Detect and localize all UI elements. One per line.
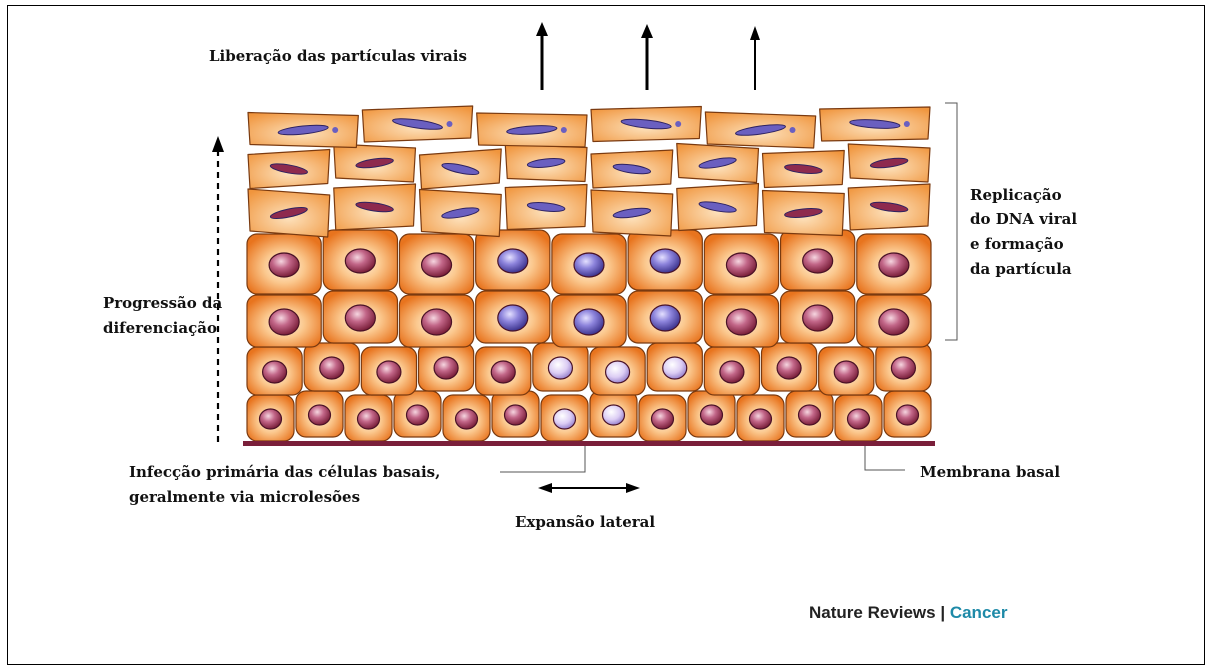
release-label: Liberação das partículas virais	[209, 44, 467, 68]
cell-nucleus	[799, 405, 821, 425]
cell-nucleus	[320, 357, 344, 379]
virion-cluster	[561, 127, 567, 133]
virion-cluster	[790, 127, 796, 133]
cell-nucleus	[834, 361, 858, 383]
infection-label-line-2: geralmente via microlesões	[129, 485, 360, 509]
arrow-up-3-head	[750, 26, 760, 40]
differentiation-label-line-2: diferenciação	[103, 316, 217, 340]
virion-cluster	[904, 121, 910, 127]
cell-nucleus	[260, 409, 282, 429]
cell-nucleus	[891, 357, 915, 379]
cell-nucleus	[897, 405, 919, 425]
infection-leader	[500, 446, 585, 472]
cell-nucleus	[269, 253, 299, 277]
cell-nucleus	[345, 305, 375, 331]
credit-section: Cancer	[950, 603, 1008, 622]
cell-nucleus	[498, 305, 528, 331]
cell-nucleus	[309, 405, 331, 425]
cell-nucleus	[650, 249, 680, 273]
cell-nucleus	[606, 361, 630, 383]
cell-nucleus	[803, 249, 833, 273]
cell-nucleus	[434, 357, 458, 379]
cell-nucleus	[422, 253, 452, 277]
replication-label-line-3: e formação	[970, 232, 1064, 256]
cell-nucleus	[422, 309, 452, 335]
cell-nucleus	[358, 409, 380, 429]
cell-nucleus	[554, 409, 576, 429]
infection-label-line-1: Infecção primária das células basais,	[129, 460, 440, 484]
cell-nucleus	[777, 357, 801, 379]
virion-cluster	[447, 121, 453, 127]
cell-nucleus	[720, 361, 744, 383]
cell-nucleus	[498, 249, 528, 273]
cell-nucleus	[750, 409, 772, 429]
cell-nucleus	[377, 361, 401, 383]
replication-label-line-1: Replicação	[970, 183, 1062, 207]
cell-nucleus	[548, 357, 572, 379]
membrane-leader	[865, 446, 905, 470]
cell-nucleus	[505, 405, 527, 425]
credit-line: Nature Reviews | Cancer	[809, 603, 1007, 623]
cell-nucleus	[879, 253, 909, 277]
cell-nucleus	[574, 253, 604, 277]
cell-nucleus	[456, 409, 478, 429]
cell-nucleus	[263, 361, 287, 383]
membrane-label: Membrana basal	[920, 460, 1060, 484]
cell-layers	[247, 106, 931, 441]
cell-nucleus	[726, 253, 756, 277]
cell-nucleus	[603, 405, 625, 425]
basal-membrane	[243, 441, 935, 446]
cell-nucleus	[345, 249, 375, 273]
cell-nucleus	[269, 309, 299, 335]
cell-nucleus	[726, 309, 756, 335]
replication-label-line-2: do DNA viral	[970, 207, 1077, 231]
cell-nucleus	[574, 309, 604, 335]
cell-nucleus	[848, 409, 870, 429]
cell-nucleus	[407, 405, 429, 425]
lateral-label: Expansão lateral	[515, 510, 655, 534]
virion-cluster	[332, 127, 338, 133]
credit-separator: |	[936, 603, 950, 622]
cell-nucleus	[879, 309, 909, 335]
credit-journal: Nature Reviews	[809, 603, 936, 622]
cell-nucleus	[701, 405, 723, 425]
release-arrows	[536, 22, 760, 90]
cell-nucleus	[663, 357, 687, 379]
differentiation-arrow	[212, 136, 224, 442]
cell-nucleus	[650, 305, 680, 331]
lateral-arrow	[538, 483, 640, 493]
arrow-up-1-head	[536, 22, 548, 36]
cell-nucleus	[803, 305, 833, 331]
arrow-up-2-head	[641, 24, 653, 38]
cell-nucleus	[491, 361, 515, 383]
replication-bracket	[945, 103, 957, 340]
differentiation-label-line-1: Progressão da	[103, 291, 222, 315]
virion-cluster	[675, 121, 681, 127]
cell-nucleus	[652, 409, 674, 429]
replication-label-line-4: da partícula	[970, 257, 1072, 281]
